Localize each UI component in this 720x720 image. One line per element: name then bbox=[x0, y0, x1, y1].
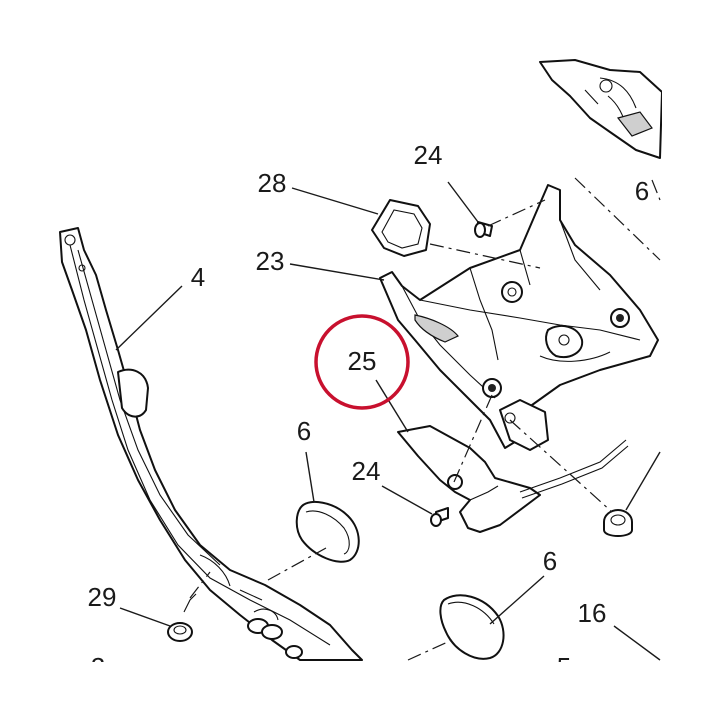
highlight-circle bbox=[314, 314, 410, 410]
rubber-pad-part-28 bbox=[371, 199, 431, 257]
callout-24-mid: 24 bbox=[352, 456, 381, 486]
leader-lines bbox=[115, 181, 661, 661]
screw-top-part-24 bbox=[474, 221, 493, 238]
rubber-plug-bottom-part-6 bbox=[439, 594, 505, 660]
rubber-plug-left-part-6 bbox=[295, 500, 360, 563]
bottom-margin bbox=[0, 662, 720, 720]
callout-6-left: 6 bbox=[297, 416, 311, 446]
frame-fragment-top-right bbox=[539, 59, 663, 159]
callout-29: 29 bbox=[88, 582, 117, 612]
cable-right bbox=[519, 439, 629, 499]
callout-28: 28 bbox=[258, 168, 287, 198]
grommet-part-29 bbox=[167, 593, 197, 642]
callout-24-top: 24 bbox=[414, 140, 443, 170]
callout-23: 23 bbox=[256, 246, 285, 276]
callout-25: 25 bbox=[348, 346, 377, 376]
centre-lines bbox=[189, 177, 661, 661]
right-margin bbox=[662, 0, 720, 720]
bracket-assembly bbox=[379, 184, 659, 451]
grommet-right bbox=[603, 509, 633, 537]
callout-16: 16 bbox=[578, 598, 607, 628]
frame-rail-part-4 bbox=[59, 227, 363, 661]
cover-plate-part-25 bbox=[397, 425, 541, 533]
screw-mid-part-24 bbox=[430, 507, 449, 527]
callout-6-top-right: 6 bbox=[635, 176, 649, 206]
callout-4: 4 bbox=[191, 262, 205, 292]
callout-6-bottom: 6 bbox=[543, 546, 557, 576]
